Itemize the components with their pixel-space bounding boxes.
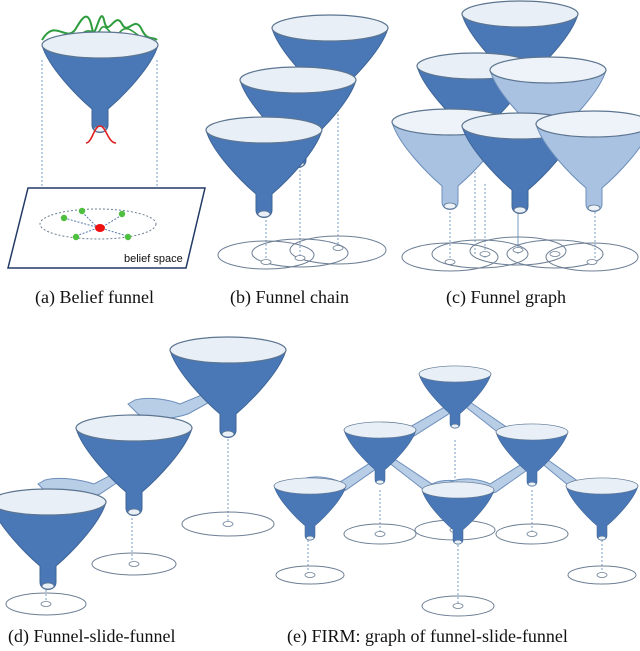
caption-c: (c) Funnel graph bbox=[446, 287, 566, 308]
base-ring bbox=[181, 511, 275, 537]
base-ring bbox=[251, 238, 349, 268]
caption-b: (b) Funnel chain bbox=[230, 287, 349, 308]
slide-funnel-bottom bbox=[0, 488, 107, 591]
caption-a: (a) Belief funnel bbox=[35, 287, 154, 308]
base-ring bbox=[289, 235, 387, 265]
base-ring bbox=[5, 592, 87, 616]
green-belief-curves bbox=[41, 15, 158, 41]
panel-d-funnel-slide-funnel: (d) Funnel-slide-funnel bbox=[0, 336, 287, 647]
firm-funnel-bottom-center bbox=[421, 481, 495, 545]
belief-space-plane bbox=[7, 187, 206, 269]
base-ring bbox=[217, 240, 315, 270]
belief-space-label: belief space bbox=[124, 253, 183, 265]
panel-b-funnel-chain: (b) Funnel chain bbox=[205, 14, 389, 308]
panel-e-firm-graph: (e) FIRM: graph of funnel-slide-funnel bbox=[273, 365, 639, 647]
caption-d: (d) Funnel-slide-funnel bbox=[8, 626, 175, 647]
panel-a-belief-funnel: belief space (a) Belief funnel bbox=[7, 15, 206, 308]
firm-funnel-bottom-left bbox=[273, 477, 347, 541]
red-gaussian-curve bbox=[85, 125, 117, 144]
firm-funnel-bottom-right bbox=[565, 477, 639, 541]
belief-space-ring bbox=[39, 208, 157, 240]
base-ring bbox=[91, 552, 177, 576]
belief-samples bbox=[60, 207, 132, 241]
funnel-1 bbox=[205, 116, 323, 219]
caption-e: (e) FIRM: graph of funnel-slide-funnel bbox=[287, 626, 568, 647]
belief-funnel bbox=[41, 31, 159, 134]
panel-c-funnel-graph: (c) Funnel graph bbox=[391, 0, 640, 308]
